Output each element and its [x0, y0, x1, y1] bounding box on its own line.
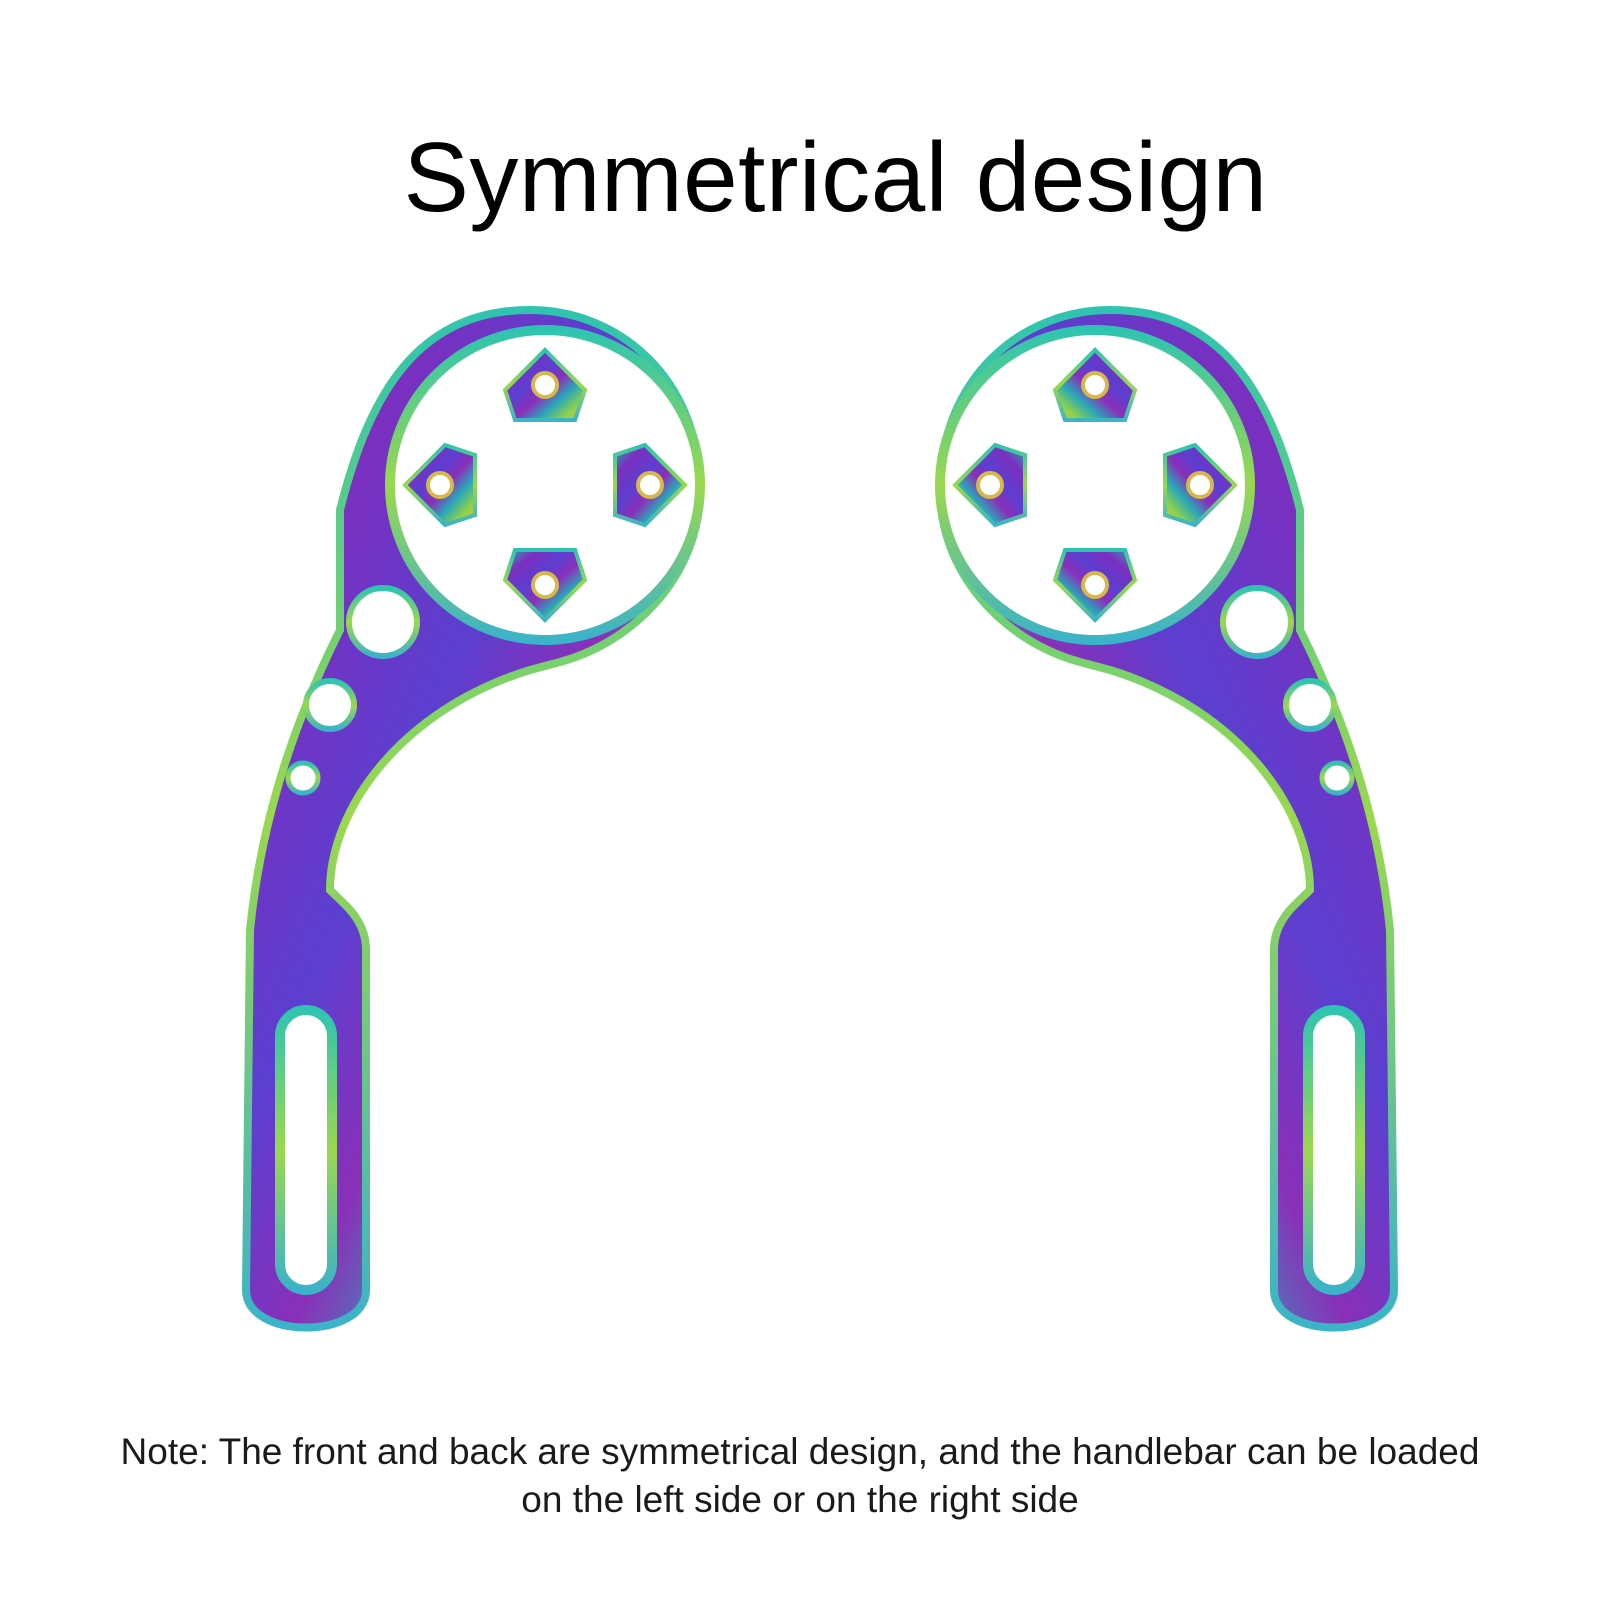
usage-note: Note: The front and back are symmetrical…: [120, 1431, 1480, 1520]
bracket-pair-figure: [0, 290, 1601, 1390]
left-bracket: [246, 310, 700, 1328]
bracket-pair-illustration: [0, 290, 1601, 1390]
right-bracket: [940, 310, 1394, 1328]
headline: Symmetrical design: [403, 122, 1268, 232]
